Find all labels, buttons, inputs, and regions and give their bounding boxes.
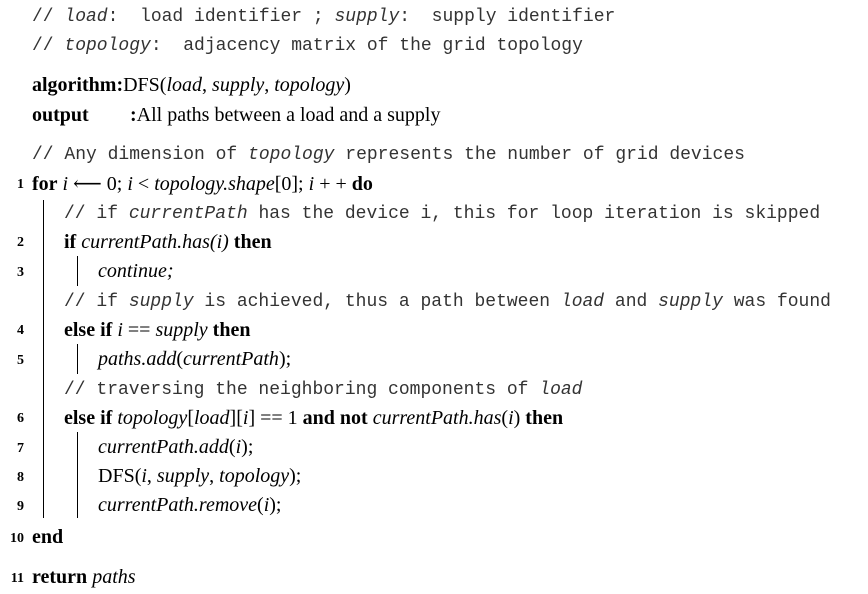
line-number-2: 2 (17, 235, 24, 250)
comment-dimension: // Any dimension of topology represents … (32, 145, 745, 165)
elseif-block-bar (77, 344, 78, 374)
continue-line: continue; (98, 260, 174, 282)
line-number-3: 3 (17, 265, 24, 280)
if-line: if currentPath.has(i) then (64, 231, 272, 253)
comment-topology: // topology: adjacency matrix of the gri… (32, 36, 583, 56)
line-number-6: 6 (17, 411, 24, 426)
for-loop-line: for i ⟵ 0; i < topology.shape[0]; i + + … (32, 173, 373, 195)
elseif-supply-line: else if i == supply then (64, 319, 251, 341)
line-number-1: 1 (17, 177, 24, 192)
end-line: end (32, 526, 64, 548)
paths-add-line: paths.add(currentPath); (98, 348, 292, 370)
comment-load-supply: // load: load identifier ; supply: suppl… (32, 7, 616, 27)
current-path-add-line: currentPath.add(i); (98, 436, 254, 458)
line-number-4: 4 (17, 323, 24, 338)
line-number-5: 5 (17, 353, 24, 368)
current-path-remove-line: currentPath.remove(i); (98, 494, 282, 516)
topology-block-bar (77, 432, 78, 518)
elseif-topology-line: else if topology[load][i] == 1 and not c… (64, 407, 564, 429)
line-number-8: 8 (17, 470, 24, 485)
dfs-recursive-call-line: DFS(i, supply, topology); (98, 465, 302, 487)
comment-supply: // if supply is achieved, thus a path be… (64, 292, 831, 312)
line-number-10: 10 (10, 531, 24, 546)
output-line: output:All paths between a load and a su… (32, 104, 441, 126)
line-number-9: 9 (17, 499, 24, 514)
line-number-7: 7 (17, 441, 24, 456)
comment-traversal: // traversing the neighboring components… (64, 380, 583, 400)
line-number-11: 11 (10, 571, 24, 586)
return-line: return paths (32, 566, 136, 588)
for-block-bar (43, 200, 44, 518)
algorithm-line: algorithm:DFS(load, supply, topology) (32, 74, 351, 96)
if-block-bar (77, 256, 78, 286)
comment-skip: // if currentPath has the device i, this… (64, 204, 821, 224)
